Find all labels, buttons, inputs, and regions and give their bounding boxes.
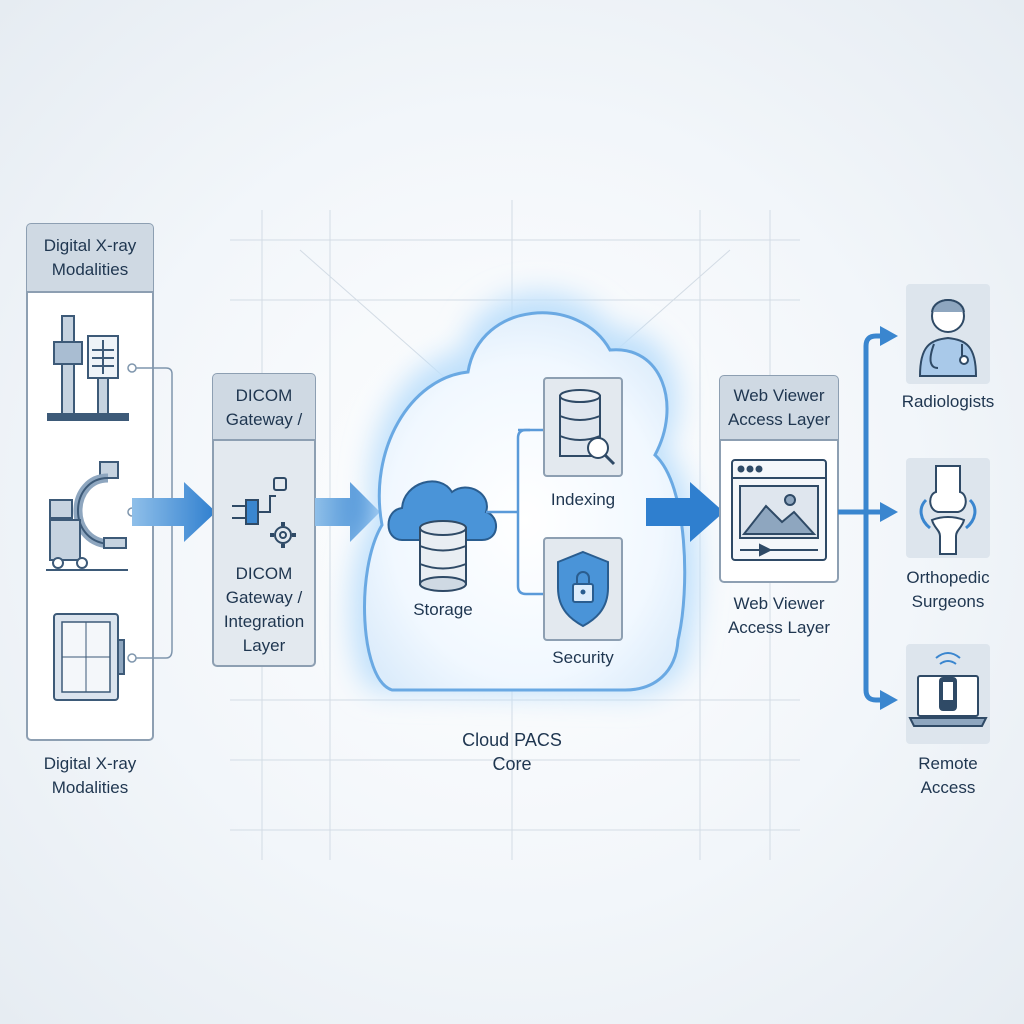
cloud-caption: Cloud PACS Core [462,730,562,774]
browser-image-icon [731,459,827,561]
laptop-phone-icon [908,652,988,727]
modalities-caption: Digital X-ray Modalities [43,754,137,797]
flat-panel-detector-icon [53,613,125,701]
modalities-header: Digital X-ray Modalities [43,236,137,279]
cloud-internal-connector [486,428,546,596]
security-box [543,537,623,641]
doctor-icon [918,299,978,377]
knee-joint-icon [919,465,977,555]
arrow-to-gateway [132,482,216,542]
viewer-caption: Web Viewer Access Layer [727,594,831,637]
user-arrow-heads [880,326,898,710]
remote-access-label: Remote Access [918,754,978,797]
security-label: Security [552,648,614,667]
storage-cloud-icon [387,480,497,541]
cloud-pacs-core [351,292,698,695]
indexing-box [543,377,623,477]
user-branch-arrows [838,333,884,703]
gateway-panel [212,373,316,667]
indexing-label: Indexing [550,490,616,509]
c-arm-icon [46,461,128,571]
database-icon [419,520,467,592]
arrow-to-cloud [315,482,380,542]
surgeons-label: Orthopedic Surgeons [906,568,990,611]
x-ray-stand-icon [47,315,129,421]
radiologists-label: Radiologists [901,392,995,411]
arrow-to-viewer [646,482,724,542]
plug-gear-icon [232,477,296,548]
gateway-caption: DICOM Gateway / Integration Layer [223,564,305,655]
viewer-header: Web Viewer Access Layer [727,386,831,429]
gateway-header: DICOM Gateway / [225,386,303,429]
storage-label: Storage [413,600,473,619]
